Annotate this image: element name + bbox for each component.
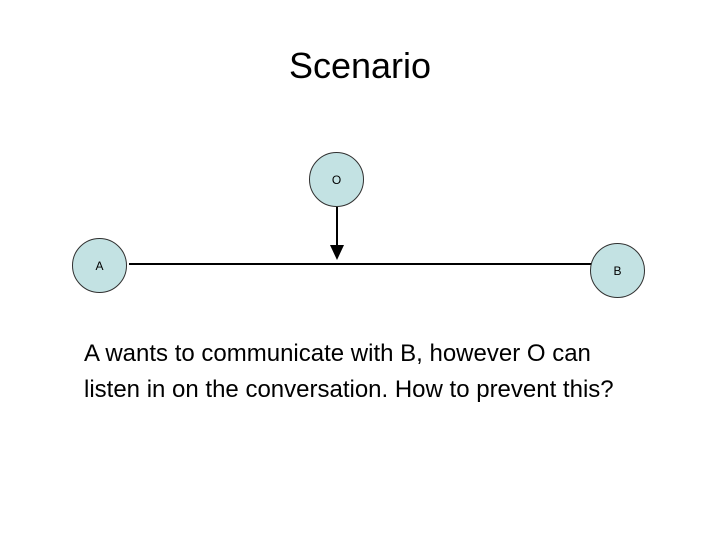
- node-observer-label: O: [331, 172, 342, 187]
- node-sender[interactable]: A: [72, 238, 127, 293]
- eavesdrop-arrow-head: [330, 245, 344, 260]
- node-observer[interactable]: O: [309, 152, 364, 207]
- node-receiver[interactable]: B: [590, 243, 645, 298]
- slide-body-text: A wants to communicate with B, however O…: [84, 340, 614, 403]
- node-receiver-label: B: [613, 263, 622, 278]
- page-title: Scenario: [288, 45, 432, 86]
- node-sender-label: A: [95, 258, 104, 273]
